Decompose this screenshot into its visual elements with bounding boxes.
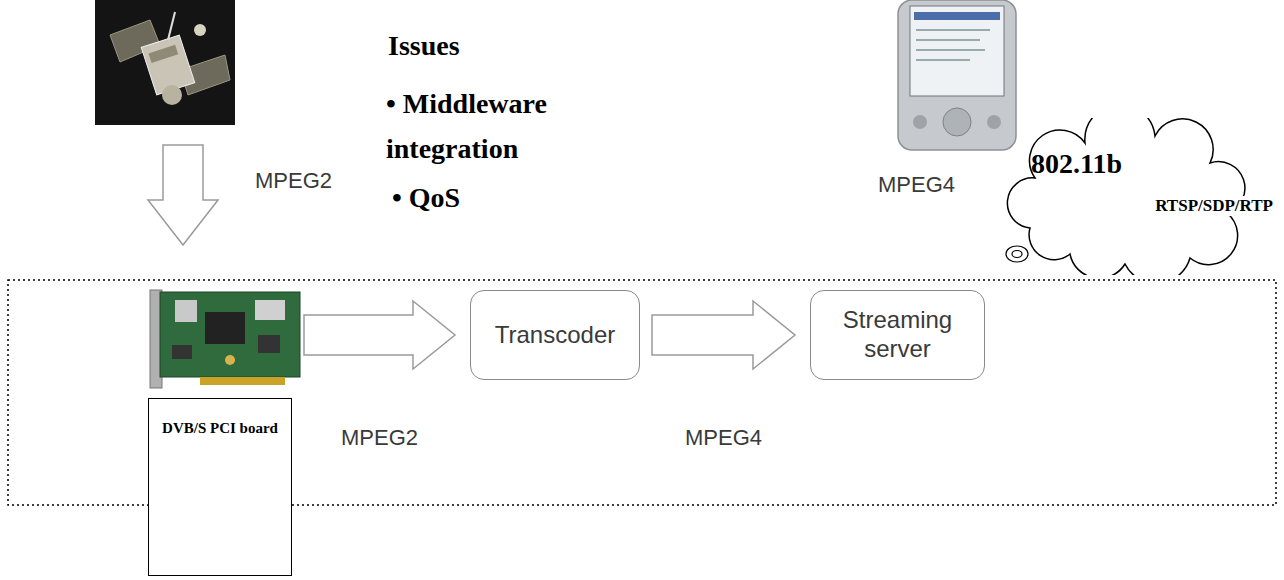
node-title: Streaming server xyxy=(819,306,976,364)
stream-format: MPEG2 xyxy=(255,168,332,194)
block-arrow xyxy=(304,301,455,369)
satellite-picture xyxy=(95,0,235,125)
wireless-cloud: 802.11bRTSP/SDP/RTP xyxy=(995,118,1276,275)
board-label-box: DVB/S PCI board xyxy=(148,398,292,576)
block-arrow xyxy=(652,301,795,369)
node-subtitle: RTSP/SDP/RTP xyxy=(1154,196,1274,216)
issue-item: • QoS xyxy=(392,176,592,221)
process-box: Transcoder xyxy=(470,290,640,380)
node-title: Transcoder xyxy=(495,321,616,350)
down-arrow xyxy=(148,145,218,245)
edge-label: MPEG2 xyxy=(341,425,418,451)
node-title: 802.11b xyxy=(1031,148,1122,180)
node-title: DVB/S PCI board xyxy=(155,407,285,451)
issue-item: • Middleware integration xyxy=(386,82,618,172)
pda-picture xyxy=(898,0,1016,150)
process-box: Streaming server xyxy=(810,290,985,380)
edge-label: MPEG4 xyxy=(685,425,762,451)
issues-heading: Issues xyxy=(388,24,588,69)
stream-format: MPEG4 xyxy=(878,172,955,198)
pci-board-picture xyxy=(150,290,300,388)
